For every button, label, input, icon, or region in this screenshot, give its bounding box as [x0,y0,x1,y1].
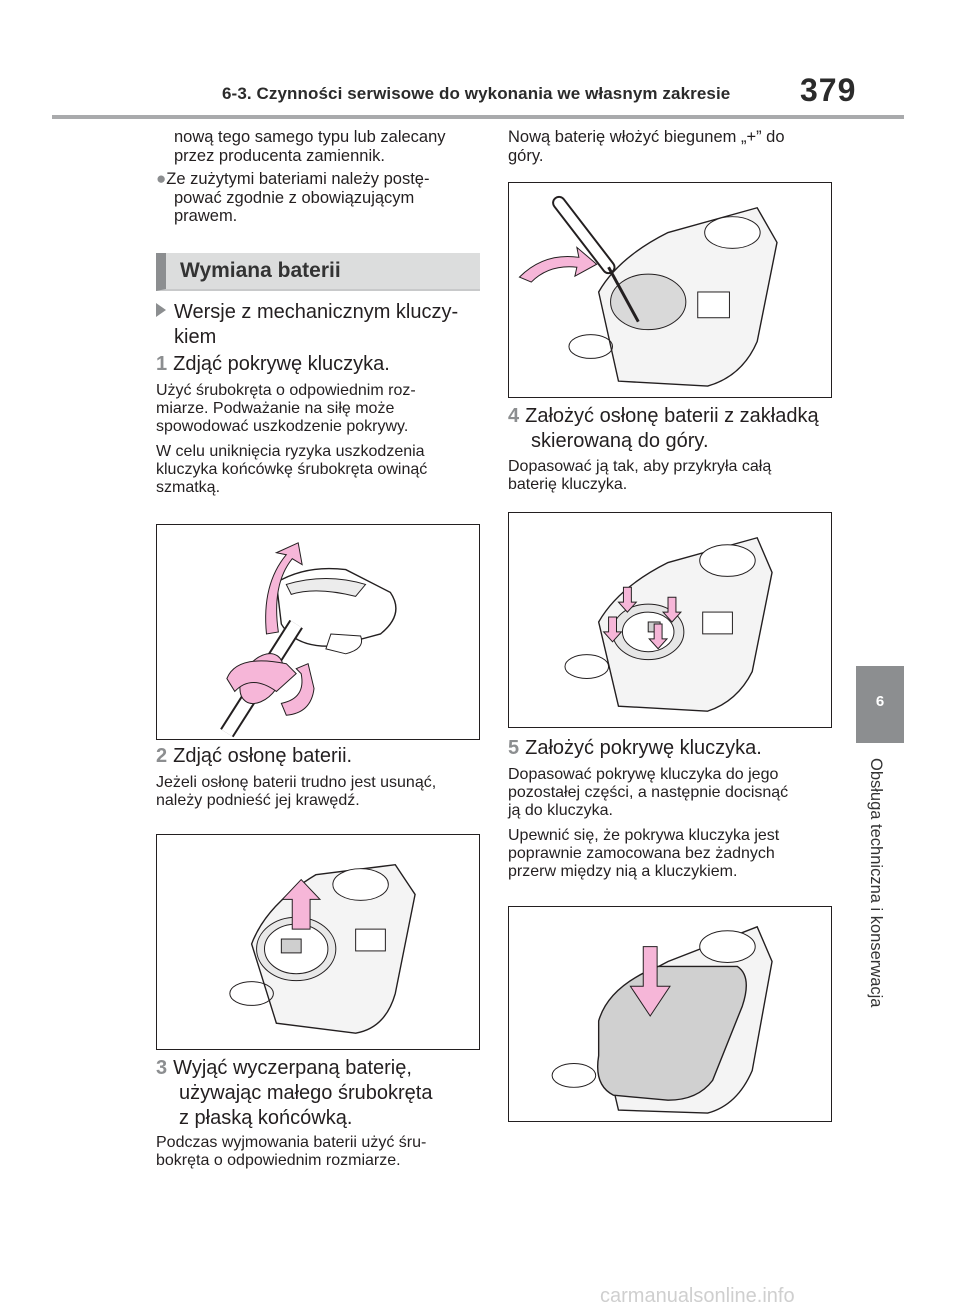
step-title-text: Zdjąć osłonę baterii. [173,745,353,767]
step-1-text: Użyć śrubokręta o odpowiednim roz- miarz… [156,382,486,497]
watermark-text: carmanualsonline.info [600,1285,795,1307]
left-intro-line: przez producenta zamiennik. [174,146,385,165]
text-line: poprawnie zamocowana bez żadnych [508,845,775,862]
text-line: Dopasować pokrywę kluczyka do jego [508,766,779,783]
text-line: baterię kluczyka. [508,476,628,493]
section-heading: Wymiana baterii [180,259,341,282]
text-line: Jeżeli osłonę baterii trudno jest usunąć… [156,774,437,791]
right-intro-line: Nową baterię włożyć biegunem „+” do [508,128,785,146]
text-line: Użyć śrubokręta o odpowiednim roz- [156,382,416,399]
text-line: spowodować uszkodzenie pokrywy. [156,418,409,435]
chapter-tab [856,666,904,743]
step-title-text: Założyć osłonę baterii z zakładką [525,405,819,427]
disposal-bullet: ●Ze zużytymi bateriami należy postę- pow… [156,169,486,226]
left-intro: nową tego samego typu lub zalecany przez… [174,128,484,165]
text-line: należy podnieść jej krawędź. [156,792,360,809]
variant-heading-line: kiem [174,326,217,348]
step-4-text: Dopasować ją tak, aby przykryła całą bat… [508,458,838,494]
text-line: bokręta o odpowiednim rozmiarze. [156,1152,401,1169]
variant-heading-line: Wersje z mechanicznym kluczy- [174,301,459,323]
step-2-text: Jeżeli osłonę baterii trudno jest usunąć… [156,774,486,810]
bullet-line: prawem. [174,207,238,225]
running-header-title: 6-3. Czynności serwisowe do wykonania we… [222,84,731,103]
figure-remove-battery-cover [156,834,480,1050]
triangle-marker-icon [156,303,166,317]
step-title-text: Zdjąć pokrywę kluczyka. [173,353,390,375]
variant-heading: Wersje z mechanicznym kluczy- kiem [156,300,486,350]
step-title-text: z płaską końcówką. [179,1107,353,1129]
step-title-text: skierowaną do góry. [531,430,709,452]
step-3-text: Podczas wyjmowania baterii użyć śru- bok… [156,1134,486,1170]
left-intro-line: nową tego samego typu lub zalecany [174,128,446,146]
header-rule [52,115,904,119]
chapter-side-title: Obsługa techniczna i konserwacja [866,758,896,1178]
text-line: Upewnić się, że pokrywa kluczyka jest [508,827,780,844]
text-line: W celu uniknięcia ryzyka uszkodzenia [156,443,425,460]
chapter-tab-number: 6 [875,693,885,710]
bullet-line: pować zgodnie z obowiązującym [174,188,415,207]
figure-remove-key-cover [156,524,480,740]
step-title-text: Założyć pokrywę kluczyka. [525,737,762,759]
figure-install-battery-cover [508,512,832,728]
step-number: 2 [156,745,168,767]
figure-remove-battery [508,182,832,398]
text-line: ją do kluczyka. [508,802,613,819]
text-line: miarze. Podważanie na siłę może [156,400,395,417]
battery-removal-illustration [518,195,778,387]
bullet-line: Ze zużytymi bateriami należy postę- [166,170,430,188]
install-key-cover-illustration [551,925,773,1114]
text-line: przerw między nią a kluczykiem. [508,863,738,880]
text-line: Podczas wyjmowania baterii użyć śru- [156,1134,427,1151]
step-number: 1 [156,353,168,375]
section-heading-box: Wymiana baterii [156,253,480,291]
right-intro-line: góry. [508,146,544,165]
text-line: Dopasować ją tak, aby przykryła całą [508,458,772,475]
figure-install-key-cover [508,906,832,1122]
step-title-text: Wyjąć wyczerpaną baterię, [173,1057,412,1079]
step-number: 3 [156,1057,168,1079]
step-number: 4 [508,405,520,427]
text-line: szmatką. [156,479,221,496]
page-number: 379 [800,72,857,108]
install-cover-illustration [564,536,773,712]
bullet-dot-icon: ● [156,169,167,188]
text-line: pozostałej części, a następnie docisnąć [508,784,789,801]
key-cover-pry-illustration [220,542,397,738]
step-title-text: używając małego śrubokręta [179,1082,433,1104]
chapter-side-title-text: Obsługa techniczna i konserwacja [867,758,885,1008]
step-5-text: Dopasować pokrywę kluczyka do jego pozos… [508,766,848,881]
battery-cover-illustration [229,863,416,1034]
right-intro: Nową baterię włożyć biegunem „+” do góry… [508,128,838,165]
text-line: kluczyka końcówkę śrubokręta owinąć [156,461,428,478]
step-number: 5 [508,737,520,759]
